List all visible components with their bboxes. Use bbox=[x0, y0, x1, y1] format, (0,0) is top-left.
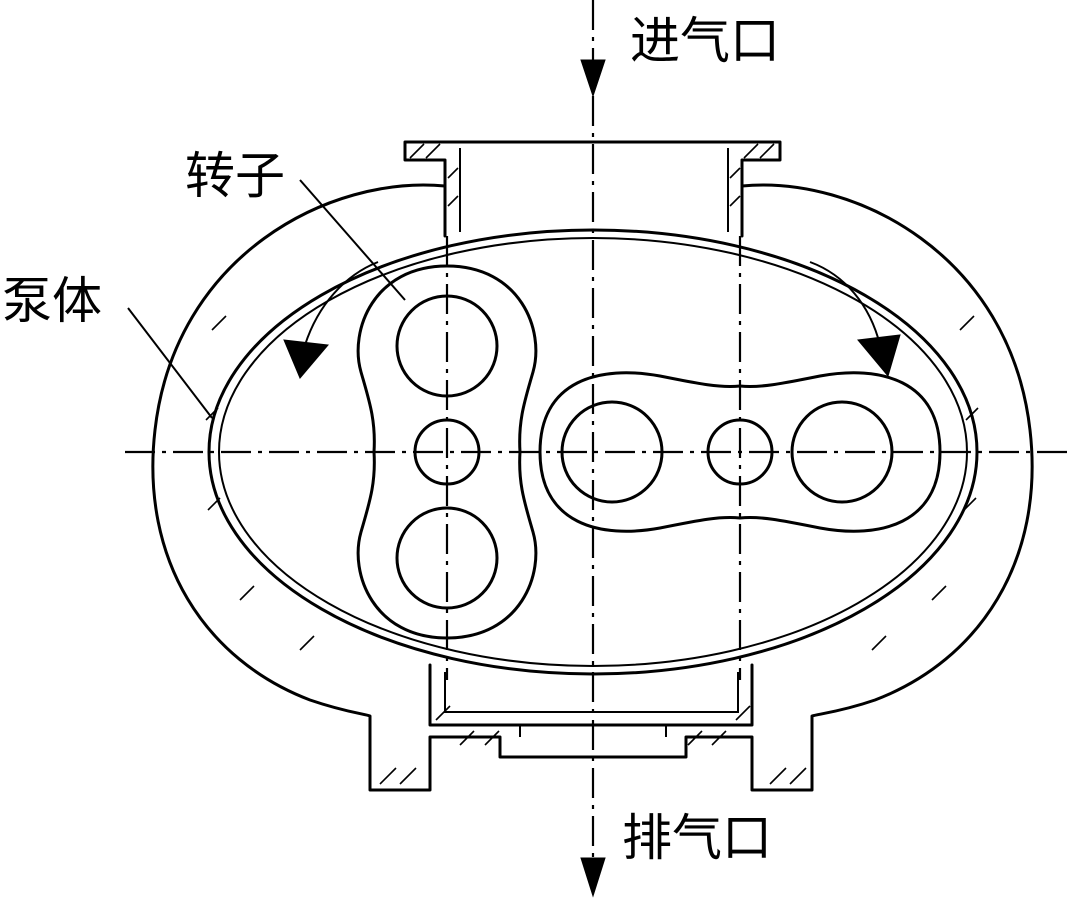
inlet-flange bbox=[403, 140, 782, 238]
left-rotation-arc bbox=[304, 261, 379, 346]
pump-chamber-wall bbox=[218, 237, 968, 667]
pump-body bbox=[151, 183, 1034, 792]
left-rotor-lower-bore bbox=[395, 506, 499, 610]
section-hatching bbox=[205, 143, 979, 785]
right-rotor-shaft bbox=[706, 418, 774, 486]
pump-body-label: 泵体 bbox=[2, 272, 102, 330]
outlet-arrowhead bbox=[580, 857, 606, 898]
inlet-flange-inner bbox=[459, 148, 729, 232]
inlet-label: 进气口 bbox=[630, 12, 780, 70]
outlet-label: 排气口 bbox=[622, 809, 772, 867]
leader-lines bbox=[127, 179, 406, 419]
left-rotor-shaft bbox=[413, 418, 481, 486]
pump-body-leader-line bbox=[127, 307, 213, 419]
inlet-arrowhead bbox=[580, 59, 606, 98]
right-rotation-arc bbox=[809, 261, 881, 346]
left-rotor-upper-bore bbox=[395, 294, 499, 398]
pump-body-outer-contour bbox=[151, 183, 1034, 792]
pump-chamber-inner bbox=[207, 228, 979, 676]
right-rotor bbox=[538, 371, 942, 533]
left-rotation-arrowhead bbox=[283, 339, 329, 379]
left-rotor bbox=[356, 264, 538, 640]
labels: 进气口 转子 泵体 排气口 bbox=[2, 12, 780, 867]
right-rotor-right-bore bbox=[790, 400, 894, 504]
outlet-channel bbox=[428, 663, 754, 727]
right-rotor-outline bbox=[538, 371, 942, 533]
rotation-arrows bbox=[283, 261, 901, 379]
center-lines bbox=[125, 0, 1070, 860]
flow-arrows bbox=[580, 59, 606, 898]
rotor-label: 转子 bbox=[185, 147, 285, 205]
outlet-channel-inner bbox=[444, 672, 739, 713]
right-rotor-left-bore bbox=[560, 400, 664, 504]
outlet-step bbox=[519, 725, 667, 737]
rotor-leader-line bbox=[299, 179, 406, 301]
left-rotor-outline bbox=[356, 264, 538, 640]
inlet-flange-outline bbox=[403, 140, 782, 238]
right-rotation-arrowhead bbox=[857, 334, 901, 378]
